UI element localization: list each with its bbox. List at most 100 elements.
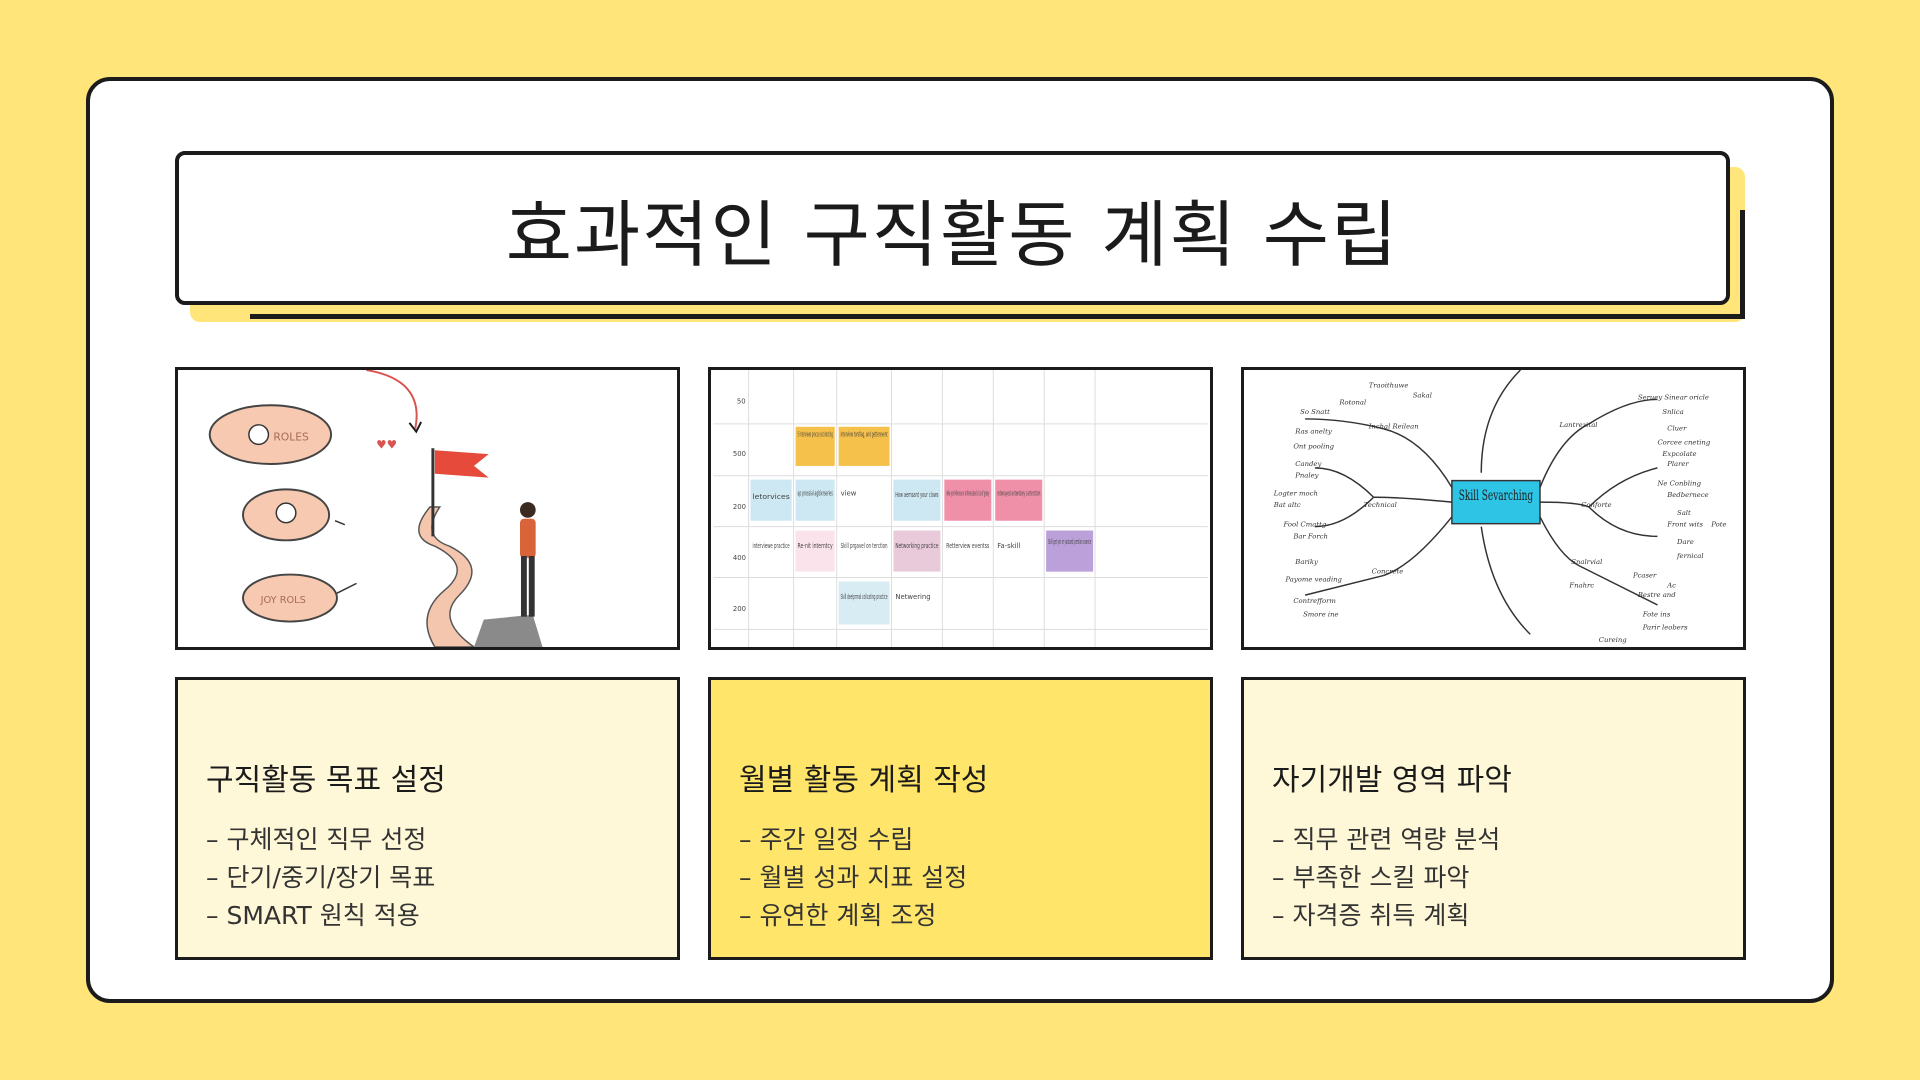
mindmap-leaf: Salt bbox=[1677, 509, 1691, 517]
list-item: – 직무 관련 역량 분석 bbox=[1272, 825, 1501, 854]
calendar-event-text: Interview torstlag, and getterevent bbox=[841, 431, 888, 439]
calendar-event-text: Fa-skill bbox=[997, 542, 1020, 550]
person-leg bbox=[528, 555, 535, 617]
calendar-event-text: interviewe practice bbox=[753, 542, 790, 550]
mindmap-leaf: Ac bbox=[1666, 581, 1676, 589]
calendar-event-text: Netwering bbox=[895, 593, 930, 601]
mindmap-branch: Technical bbox=[1364, 501, 1397, 509]
mindmap-branches bbox=[1304, 370, 1658, 635]
flag-icon bbox=[434, 450, 489, 478]
mindmap-leaf: Fote ins bbox=[1642, 611, 1671, 619]
calendar-drawing: 50 500 200 400 200 5 interviews pracce s… bbox=[713, 370, 1208, 647]
calendar-event-text: view bbox=[841, 489, 857, 497]
mindmap-leaf: Cluer bbox=[1667, 425, 1687, 433]
mindmap-branch: Snalrvial bbox=[1571, 558, 1602, 566]
calendar-row-label: 200 bbox=[733, 503, 746, 511]
person-head bbox=[519, 502, 536, 518]
mindmap-leaf: Candey bbox=[1295, 460, 1321, 468]
list-item: – SMART 원칙 적용 bbox=[206, 901, 420, 930]
mindmap-leaf: Fnahrc bbox=[1568, 581, 1594, 589]
mindmap-branch: Conforte bbox=[1581, 501, 1612, 509]
mindmap-leaf: So Snatt bbox=[1300, 408, 1330, 416]
mindmap-leaf: Expcolate bbox=[1661, 450, 1696, 458]
mindmap-leaf: Cureing bbox=[1599, 636, 1628, 644]
cliff-rock bbox=[473, 614, 543, 647]
mindmap-leaf: Dare bbox=[1676, 538, 1694, 546]
mindmap-leaf: Pnaley bbox=[1294, 472, 1318, 480]
calendar-event-text: Re-nit interntcy bbox=[798, 542, 833, 550]
panel-goal-setting: 구직활동 목표 설정 – 구체적인 직무 선정 – 단기/중기/장기 목표 – … bbox=[175, 677, 680, 960]
mindmap-leaf: Bedbernece bbox=[1666, 491, 1709, 499]
mindmap-leaf: Bariky bbox=[1294, 558, 1318, 566]
list-item: – 유연한 계획 조정 bbox=[739, 901, 937, 930]
panel-heading: 자기개발 영역 파악 bbox=[1272, 763, 1512, 798]
arrow-line bbox=[366, 370, 418, 429]
list-item: – 주간 일정 수립 bbox=[739, 825, 914, 854]
list-item: – 부족한 스킬 파악 bbox=[1272, 863, 1470, 892]
mindmap-leaf: Bat altc bbox=[1273, 501, 1301, 509]
mindmap-leaf: Ont pooling bbox=[1293, 442, 1334, 450]
calendar-event-text: letorvices bbox=[753, 493, 791, 501]
mindmap-leaf: Rotonal bbox=[1338, 398, 1366, 406]
calendar-event-text: Skill deelprmal colicating practice bbox=[841, 593, 888, 601]
panel-heading: 월별 활동 계획 작성 bbox=[739, 763, 989, 798]
mindmap-leaf: Bar Forch bbox=[1292, 532, 1328, 540]
panel-list: – 주간 일정 수립 – 월별 성과 지표 설정 – 유연한 계획 조정 bbox=[739, 821, 1182, 935]
mindmap-leaf: Pote bbox=[1710, 521, 1726, 529]
mindmap-center-text: Skill Sevarching bbox=[1459, 488, 1534, 504]
calendar-illustration: 50 500 200 400 200 5 interviews pracce s… bbox=[708, 367, 1213, 650]
calendar-event-text: ap prossial agblerseries bbox=[798, 489, 833, 497]
mindmap-leaf: Pcaser bbox=[1632, 572, 1657, 580]
person-leg bbox=[520, 555, 527, 617]
calendar-event bbox=[838, 581, 890, 625]
mindmap-illustration: Skill Sevarching Technical Conforte Conc… bbox=[1241, 367, 1746, 650]
list-item: – 구체적인 직무 선정 bbox=[206, 825, 427, 854]
mindmap-center bbox=[1451, 479, 1541, 525]
calendar-event-text: Retterview eventss bbox=[946, 542, 989, 550]
mindmap-leaf: Seruey Sinear oricle bbox=[1638, 393, 1709, 401]
bubble-label-1: ROLES bbox=[273, 430, 309, 443]
mindmap-branch: Concrete bbox=[1372, 568, 1404, 576]
panel-monthly-plan: 월별 활동 계획 작성 – 주간 일정 수립 – 월별 성과 지표 설정 – 유… bbox=[708, 677, 1213, 960]
mindmap-branch: Lantrezital bbox=[1559, 421, 1598, 429]
title-shadow-line bbox=[250, 314, 1745, 319]
calendar-event bbox=[944, 479, 992, 521]
panel-heading: 구직활동 목표 설정 bbox=[206, 763, 446, 798]
title-shadow-edge bbox=[1740, 210, 1745, 319]
mindmap-leaf: Parir leobers bbox=[1642, 623, 1688, 631]
calendar-event-text: Skill get yor or youtardi pention avence bbox=[1048, 538, 1091, 546]
mindmap-leaf: Snlica bbox=[1662, 408, 1683, 416]
title-box: 효과적인 구직활동 계획 수립 bbox=[175, 151, 1730, 305]
calendar-row-label: 500 bbox=[733, 450, 746, 458]
goal-path-drawing: ROLES JOY ROLS ♥♥ bbox=[208, 370, 543, 647]
mindmap-leaf: Payome veading bbox=[1285, 575, 1343, 583]
calendar-event-text: Skill prgavel on terction bbox=[841, 542, 888, 550]
calendar-event-text: 5 interviews pracce sut decting bbox=[798, 431, 833, 439]
bubble-label-2: JOY ROLS bbox=[260, 595, 306, 606]
mindmap-leaf: Bestre and bbox=[1637, 591, 1676, 599]
person-body bbox=[519, 518, 536, 558]
mindmap-leaf: fernical bbox=[1676, 552, 1704, 560]
calendar-event bbox=[795, 426, 835, 466]
mindmap-leaf: Contrefform bbox=[1293, 597, 1336, 605]
page-title: 효과적인 구직활동 계획 수립 bbox=[505, 192, 1400, 277]
calendar-event bbox=[995, 479, 1043, 521]
mindmap-leaf: Ras anelty bbox=[1294, 428, 1332, 436]
calendar-event bbox=[1046, 530, 1094, 572]
panel-list: – 직무 관련 역량 분석 – 부족한 스킬 파악 – 자격증 취득 계획 bbox=[1272, 821, 1715, 935]
calendar-event-text: How aemsant your clows bbox=[895, 491, 938, 499]
panel-list: – 구체적인 직무 선정 – 단기/중기/장기 목표 – SMART 원칙 적용 bbox=[206, 821, 649, 935]
calendar-event-text: Inke yor Hikeras or anferecated cics of … bbox=[946, 489, 989, 497]
mindmap-drawing: Skill Sevarching Technical Conforte Conc… bbox=[1273, 370, 1727, 644]
calendar-row-label: 50 bbox=[737, 397, 746, 405]
arrow-head bbox=[408, 421, 423, 434]
goal-illustration: ROLES JOY ROLS ♥♥ bbox=[175, 367, 680, 650]
thought-bubble-3 bbox=[242, 573, 338, 623]
panel-self-development: 자기개발 영역 파악 – 직무 관련 역량 분석 – 부족한 스킬 파악 – 자… bbox=[1241, 677, 1746, 960]
list-item: – 월별 성과 지표 설정 bbox=[739, 863, 968, 892]
calendar-row-label: 200 bbox=[733, 605, 746, 613]
mindmap-leaf: Fool Cmattg bbox=[1283, 521, 1327, 529]
winding-path bbox=[418, 506, 476, 647]
calendar-event bbox=[838, 426, 890, 466]
mindmap-leaf: Corcee cneting bbox=[1657, 438, 1710, 446]
